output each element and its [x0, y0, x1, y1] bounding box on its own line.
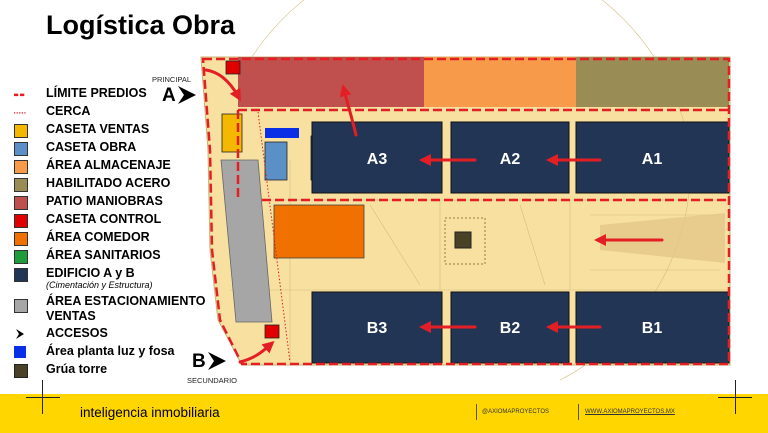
habilitado-acero-swatch-icon	[14, 178, 28, 192]
sanitarios-swatch-icon	[14, 250, 28, 264]
legend-item-cerca: CERCA	[12, 102, 217, 120]
building-label-b1: B1	[642, 320, 663, 337]
footer-website-link[interactable]: WWW.AXIOMAPROYECTOS.MX	[585, 409, 675, 415]
footer-brand: inteligencia inmobiliaria	[80, 405, 220, 420]
legend-label: CASETA VENTAS	[46, 122, 150, 136]
legend-label: EDIFICIO A y B	[46, 266, 135, 280]
building-label-a3: A3	[367, 151, 388, 168]
footer-divider	[476, 404, 477, 420]
dotted-line-icon	[14, 112, 26, 114]
gate-secundario-caption: SECUNDARIO	[187, 376, 238, 385]
caseta-control-secundario	[264, 324, 280, 339]
tower-crane-boom	[600, 213, 725, 263]
access-chevron-b-icon	[208, 352, 226, 370]
gate-secundario-letter: B	[192, 351, 206, 372]
legend-label: ÁREA SANITARIOS	[46, 248, 161, 262]
legend-item-sanitarios: ÁREA SANITARIOS	[12, 246, 217, 264]
grua-torre-base	[444, 217, 486, 265]
legend-label: Área planta luz y fosa	[46, 344, 175, 358]
legend-item-edificio: EDIFICIO A y B (Cimentación y Estructura…	[12, 264, 217, 292]
legend-label: LÍMITE PREDIOS	[46, 86, 147, 100]
building-label-a2: A2	[500, 151, 521, 168]
comedor-area	[273, 204, 365, 259]
legend-label: CASETA OBRA	[46, 140, 137, 154]
legend-item-patio-maniobras: PATIO MANIOBRAS	[12, 192, 217, 210]
legend-label: ÁREA COMEDOR	[46, 230, 150, 244]
limite-predios-line	[201, 57, 731, 366]
footer-social-handle[interactable]: @AXIOMAPROYECTOS	[482, 409, 549, 415]
flow-arrows	[204, 68, 664, 364]
patio-maniobras-swatch-icon	[14, 196, 28, 210]
planta-luz-area	[265, 128, 299, 138]
cerca-line	[236, 108, 729, 202]
comedor-swatch-icon	[14, 232, 28, 246]
planta-luz-swatch-icon	[14, 346, 26, 358]
legend-label: Grúa torre	[46, 362, 108, 376]
legend-label: HABILITADO ACERO	[46, 176, 171, 190]
legend-item-limite-predios: LÍMITE PREDIOS	[12, 84, 217, 102]
building-label-b3: B3	[367, 320, 388, 337]
edificio-swatch-icon	[14, 268, 28, 282]
dash-line-icon	[14, 93, 26, 97]
building-b1	[575, 291, 730, 364]
legend-item-comedor: ÁREA COMEDOR	[12, 228, 217, 246]
building-label-a1: A1	[642, 151, 663, 168]
gate-principal-letter: A	[162, 85, 176, 106]
flow-arrow-a3-patio	[339, 84, 358, 137]
crop-mark	[718, 397, 752, 398]
almacenaje-area	[424, 57, 576, 107]
legend-item-almacenaje: ÁREA ALMACENAJE	[12, 156, 217, 174]
page-title: Logística Obra	[46, 10, 236, 40]
legend-label: CERCA	[46, 104, 91, 118]
grua-torre-swatch-icon	[14, 364, 28, 378]
habilitado-acero-area	[576, 57, 729, 107]
legend-item-accesos: ACCESOS	[12, 324, 217, 342]
legend-label: ACCESOS	[46, 326, 108, 340]
legend-item-caseta-control: CASETA CONTROL	[12, 210, 217, 228]
flow-arrow-entry-a	[204, 68, 241, 102]
almacenaje-swatch-icon	[14, 160, 28, 174]
gate-principal-caption: PRINCIPAL	[152, 75, 192, 84]
caseta-control-principal	[225, 60, 241, 75]
footer-divider	[578, 404, 579, 420]
legend-label: ÁREA ESTACIONAMIENTO VENTAS	[46, 294, 206, 323]
patio-maniobras-area	[238, 57, 424, 107]
legend-item-caseta-obra: CASETA OBRA	[12, 138, 217, 156]
legend-item-grua-torre: Grúa torre	[12, 360, 217, 378]
legend: LÍMITE PREDIOS CERCA CASETA VENTAS CASET…	[12, 84, 217, 378]
legend-label: ÁREA ALMACENAJE	[46, 158, 171, 172]
caseta-ventas	[221, 113, 243, 153]
legend-label: CASETA CONTROL	[46, 212, 162, 226]
building-label-b2: B2	[500, 320, 521, 337]
estacionamiento-swatch-icon	[14, 299, 28, 313]
caseta-obra	[264, 141, 288, 181]
access-chevron-a-icon	[178, 86, 196, 104]
legend-sublabel: (Cimentación y Estructura)	[46, 280, 153, 290]
legend-item-habilitado-acero: HABILITADO ACERO	[12, 174, 217, 192]
flow-arrow-entry-b	[238, 341, 275, 364]
crop-mark	[26, 397, 60, 398]
grua-torre	[454, 231, 472, 249]
legend-item-planta-luz: Área planta luz y fosa	[12, 342, 217, 360]
caseta-ventas-swatch-icon	[14, 124, 28, 138]
caseta-obra-swatch-icon	[14, 142, 28, 156]
cerca-dotted-line	[257, 111, 291, 363]
legend-label: PATIO MANIOBRAS	[46, 194, 163, 208]
estacionamiento-area	[220, 159, 273, 323]
legend-item-caseta-ventas: CASETA VENTAS	[12, 120, 217, 138]
chevron-icon	[16, 329, 24, 339]
legend-item-estacionamiento: ÁREA ESTACIONAMIENTO VENTAS	[12, 292, 217, 324]
footer-bar: inteligencia inmobiliaria @AXIOMAPROYECT…	[0, 394, 768, 433]
caseta-control-swatch-icon	[14, 214, 28, 228]
